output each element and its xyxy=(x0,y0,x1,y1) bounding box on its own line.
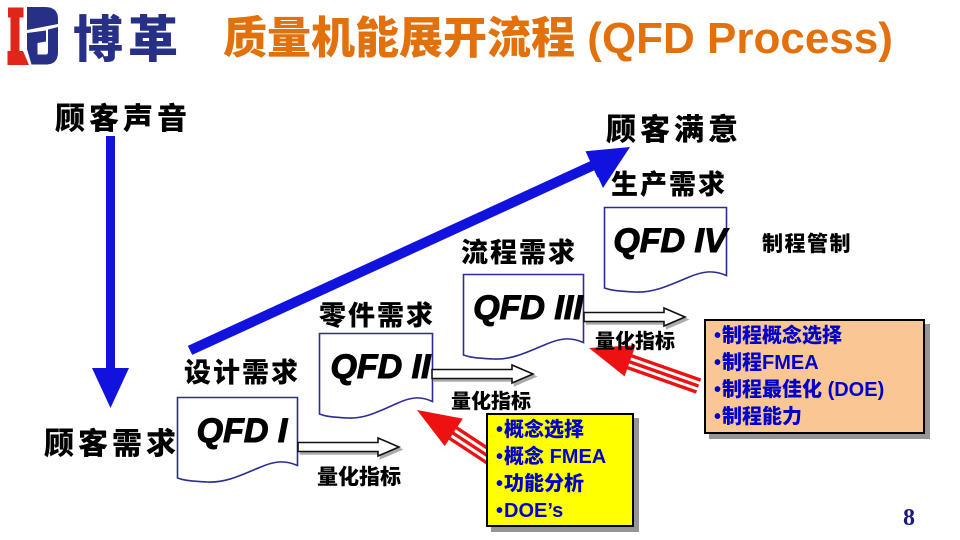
list-item-text: 制程概念选择 xyxy=(722,325,843,347)
qfd3-title: QFD III xyxy=(473,289,584,327)
bullet-icon: • xyxy=(496,500,504,522)
list-item-text: 概念选择 xyxy=(504,419,585,441)
label-part-requirements: 零件需求 xyxy=(319,301,435,331)
arrow-qfd2-output xyxy=(431,363,536,385)
bullet-icon: • xyxy=(714,352,722,374)
qfd4-title: QFD IV xyxy=(613,222,727,260)
list-item: •概念选择 xyxy=(496,417,632,444)
list-item: •制程概念选择 xyxy=(714,323,923,350)
arrow-qfd1-output xyxy=(297,436,402,458)
qfd1-doc xyxy=(176,396,299,483)
arrow-voice-to-needs xyxy=(92,136,129,408)
label-customer-satisfaction: 顾客满意 xyxy=(606,114,742,147)
label-customer-needs: 顾客需求 xyxy=(44,428,180,461)
output-arrows xyxy=(297,306,690,460)
logo-mark-red-part xyxy=(7,7,29,65)
qfd4-doc xyxy=(603,206,728,293)
qfd1-title: QFD I xyxy=(196,412,288,450)
list-item: •制程最佳化 (DOE) xyxy=(714,377,923,404)
list-item-text: DOE’s xyxy=(504,500,564,522)
list-item: •概念 FMEA xyxy=(496,444,632,471)
bullet-icon: • xyxy=(496,473,504,495)
bullet-icon: • xyxy=(714,379,722,401)
label-process-requirements: 流程需求 xyxy=(461,238,577,268)
list-item-text: 制程最佳化 (DOE) xyxy=(722,379,885,401)
list-item-text: 制程能力 xyxy=(722,406,803,428)
qfd-documents xyxy=(176,206,728,483)
logo-text: 博革 xyxy=(73,12,183,68)
logo-mark-icon xyxy=(7,7,58,65)
bullet-icon: • xyxy=(714,325,722,347)
label-quant-indicator-1: 量化指标 xyxy=(317,466,401,489)
list-item: •功能分析 xyxy=(496,471,632,498)
slide-title: 质量机能展开流程 (QFD Process) xyxy=(223,14,893,63)
bullet-icon: • xyxy=(496,419,504,441)
list-item: •制程FMEA xyxy=(714,350,923,377)
list-item-text: 概念 FMEA xyxy=(504,446,607,468)
bullet-icon: • xyxy=(714,406,722,428)
label-production-requirements: 生产需求 xyxy=(611,170,727,200)
list-item-text: 制程FMEA xyxy=(722,352,819,374)
list-item-text: 功能分析 xyxy=(504,473,585,495)
logo-mark-blue-part xyxy=(27,7,58,65)
list-item: •DOE’s xyxy=(496,498,632,525)
label-quant-indicator-2: 量化指标 xyxy=(451,391,531,413)
red-arrow-to-qfd3 xyxy=(589,345,702,394)
orange-callout-box: •制程概念选择 •制程FMEA •制程最佳化 (DOE) •制程能力 xyxy=(704,319,925,434)
list-item: •制程能力 xyxy=(714,404,923,431)
arrow-to-satisfaction xyxy=(187,147,630,355)
red-arrow-to-qfd2 xyxy=(417,410,497,466)
label-voice-of-customer: 顾客声音 xyxy=(55,103,191,136)
qfd3-doc xyxy=(462,273,585,360)
bullet-icon: • xyxy=(496,446,504,468)
qfd2-title: QFD II xyxy=(330,348,431,386)
arrow-qfd3-output xyxy=(583,306,688,328)
label-design-requirements: 设计需求 xyxy=(184,358,300,388)
qfd2-doc xyxy=(318,332,434,419)
label-process-control: 制程管制 xyxy=(762,233,852,256)
yellow-callout-box: •概念选择 •概念 FMEA •功能分析 •DOE’s xyxy=(486,413,634,527)
page-number: 8 xyxy=(903,505,915,531)
label-quant-indicator-3: 量化指标 xyxy=(595,331,675,353)
